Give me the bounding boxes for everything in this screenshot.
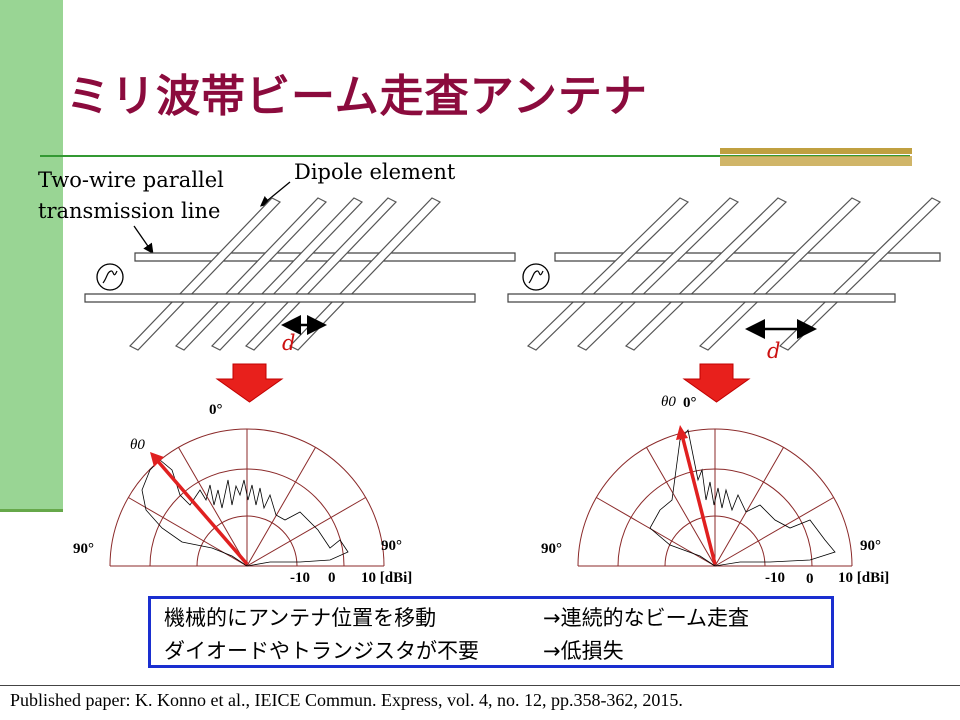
polar-right-90deg-right: 90° [860,538,881,554]
polar-plot-left [109,428,385,567]
dipole-element-label: Dipole element [294,160,456,184]
polar-right-tick-0: 0 [806,571,814,587]
beam-arrow-left [154,457,249,566]
summary-row2-effect: →低損失 [543,639,624,663]
polar-left-90deg-left: 90° [73,541,94,557]
red-down-arrow-right [682,363,751,403]
beam-arrow-right [680,434,717,565]
slide-title: ミリ波帯ビーム走査アンテナ [66,71,648,122]
radiation-pattern-left [141,459,349,567]
left-accent-bar-edge [0,509,63,512]
accent-bar-top [720,148,912,154]
left-antenna [84,197,516,351]
accent-bar-bottom [720,156,912,166]
polar-right-tick-neg10: -10 [765,570,785,586]
title-underline [40,155,910,157]
signal-source-icon [96,263,124,291]
summary-box: 機械的にアンテナ位置を移動 →連続的なビーム走査 ダイオードやトランジスタが不要… [148,596,834,668]
summary-row2-cause: ダイオードやトランジスタが不要 [164,639,479,663]
footer-divider [0,685,960,686]
polar-left-theta-label: θ0 [130,437,145,453]
polar-left-tick-10: 10 [dBi] [361,570,413,586]
citation-text: Published paper: K. Konno et al., IEICE … [10,690,683,710]
red-down-arrow-left [215,363,284,403]
summary-row1-cause: 機械的にアンテナ位置を移動 [164,606,437,630]
antenna-diagram [84,181,942,567]
txline-label-line2: transmission line [38,199,221,223]
spacing-label-right: d [767,339,781,363]
txline-label-line1: Two-wire parallel [38,168,224,192]
polar-left-90deg-right: 90° [381,538,402,554]
polar-right-90deg-left: 90° [541,541,562,557]
polar-right-tick-10: 10 [dBi] [838,570,890,586]
left-accent-bar [0,0,63,512]
polar-left-0deg: 0° [209,402,223,418]
spacing-label-left: d [282,331,296,355]
summary-row1-effect: →連続的なビーム走査 [543,606,749,630]
polar-plot-right [577,428,853,567]
polar-right-0deg: 0° [683,395,697,411]
dipole-pointer-arrow [259,181,291,207]
polar-left-tick-0: 0 [328,570,336,586]
radiation-pattern-right [649,429,836,567]
signal-source-icon-right [522,263,550,291]
right-antenna [507,197,942,351]
polar-left-tick-neg10: -10 [290,570,310,586]
polar-right-theta-label: θ0 [661,394,676,410]
txline-pointer-arrow [133,225,154,255]
